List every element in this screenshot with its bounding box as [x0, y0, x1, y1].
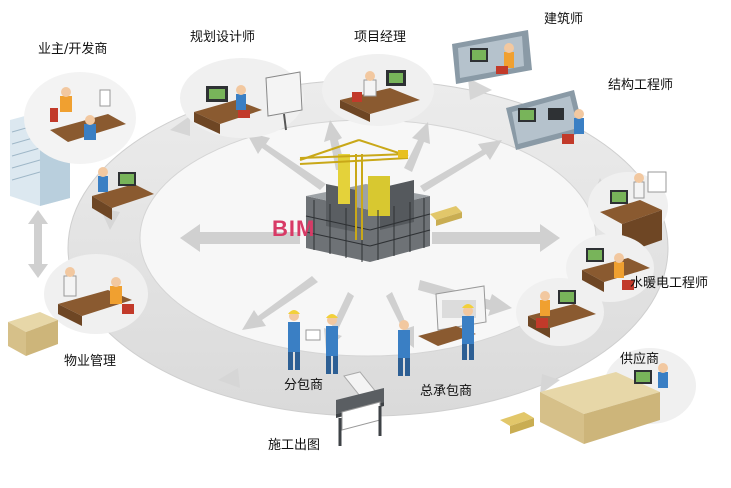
architect-illustration — [452, 30, 532, 84]
label-facility-management: 物业管理 — [64, 354, 117, 369]
label-owner-developer: 业主/开发商 — [38, 42, 108, 57]
ring-arrow-icon — [540, 374, 560, 394]
label-subcontractor: 分包商 — [284, 378, 324, 393]
ring-arrow-icon — [218, 368, 240, 388]
label-project-manager: 项目经理 — [354, 30, 407, 45]
planner-illustration — [180, 58, 304, 138]
owner-developer-illustration — [10, 72, 136, 206]
label-construction-drawing: 施工出图 — [268, 438, 321, 453]
arrow-up-left-icon — [246, 132, 326, 190]
label-structural-engineer: 结构工程师 — [608, 78, 674, 93]
arrow-left-icon — [180, 224, 300, 252]
label-planner: 规划设计师 — [190, 30, 256, 45]
arrow-up-right-icon — [420, 140, 502, 192]
label-mep-engineer: 水暖电工程师 — [630, 276, 709, 291]
supplier-illustration — [500, 348, 696, 444]
facility-management-illustration — [8, 254, 148, 356]
double-arrow-icon — [28, 210, 48, 278]
building-under-construction-icon — [299, 139, 462, 262]
arrow-right-icon — [432, 224, 560, 252]
engineer-desk-illustration — [516, 278, 604, 346]
project-manager-illustration — [322, 54, 434, 126]
arrow-down-left-icon — [242, 276, 318, 330]
arrow-up-icon — [404, 122, 430, 172]
mep-engineer-illustration — [566, 234, 654, 302]
label-general-contractor: 总承包商 — [420, 384, 473, 399]
subcontractor-illustration — [288, 310, 338, 374]
plotter-illustration — [336, 371, 384, 446]
ring-arrow-icon — [468, 78, 492, 100]
label-architect: 建筑师 — [544, 12, 584, 27]
general-contractor-illustration — [398, 285, 487, 376]
structural-engineer-illustration — [506, 90, 584, 150]
bim-center-label: BIM — [272, 216, 316, 241]
label-supplier: 供应商 — [620, 352, 660, 367]
engineer-desk-illustration — [92, 167, 154, 220]
ring-arrow-icon — [170, 116, 190, 136]
